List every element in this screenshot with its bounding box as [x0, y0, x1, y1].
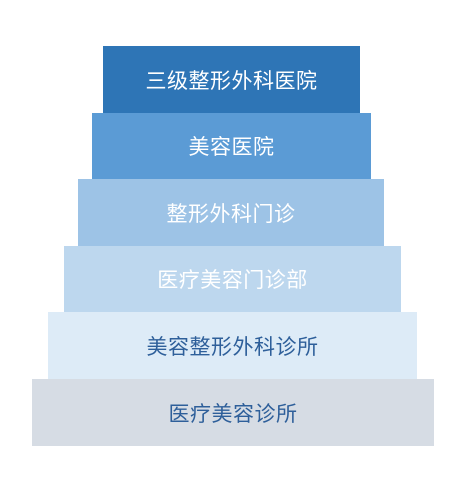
- pyramid-level-1: 三级整形外科医院: [103, 46, 360, 113]
- pyramid-level-2-label: 美容医院: [188, 135, 275, 159]
- pyramid-level-4-label: 医疗美容门诊部: [157, 268, 308, 292]
- pyramid-level-4: 医疗美容门诊部: [64, 246, 401, 312]
- pyramid-level-6: 医疗美容诊所: [32, 379, 434, 446]
- pyramid-level-1-label: 三级整形外科医院: [145, 68, 318, 93]
- pyramid-level-6-label: 医疗美容诊所: [168, 401, 298, 426]
- pyramid-level-5-label: 美容整形外科诊所: [146, 334, 319, 359]
- pyramid-level-3: 整形外科门诊: [78, 179, 384, 246]
- pyramid-level-3-label: 整形外科门诊: [166, 201, 296, 226]
- pyramid-level-5: 美容整形外科诊所: [48, 312, 417, 379]
- pyramid-level-2: 美容医院: [92, 113, 371, 179]
